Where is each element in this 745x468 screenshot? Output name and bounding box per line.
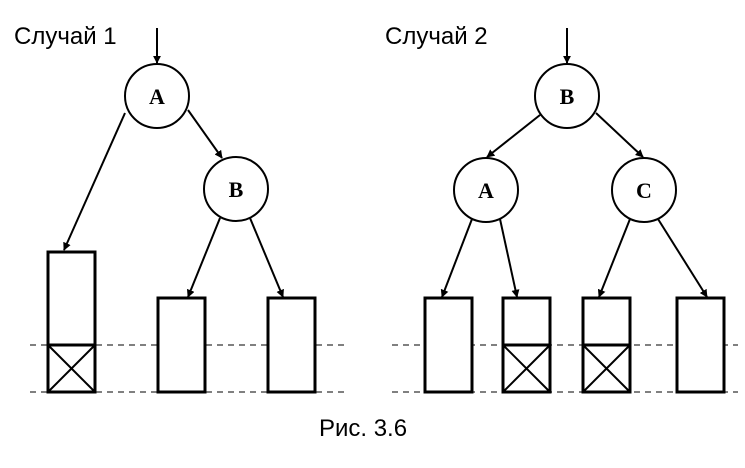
case2-node-c-label: C xyxy=(636,178,652,203)
case2-edge-a-left xyxy=(440,218,473,298)
case2-subtree-3 xyxy=(581,296,632,394)
case1-subtree-right xyxy=(266,296,317,394)
case1-edge-a-left xyxy=(63,112,126,251)
case1-edge-b-left xyxy=(186,217,221,298)
case1-edge-b-right xyxy=(249,217,284,298)
case1-title: Случай 1 xyxy=(14,23,117,50)
case2-edge-c-right xyxy=(657,218,708,298)
case1-node-a-label: A xyxy=(149,84,165,109)
figure-caption: Рис. 3.6 xyxy=(319,415,407,442)
case2-edge-a-right xyxy=(499,218,520,298)
case2-subtree-2 xyxy=(501,296,552,394)
case1-node-a: A xyxy=(124,63,190,129)
case2-edge-b-c xyxy=(595,112,644,158)
case1-edge-a-b xyxy=(187,109,223,159)
case2-title: Случай 2 xyxy=(385,23,488,50)
case2-edges xyxy=(440,28,708,298)
case2-node-c: C xyxy=(611,157,677,223)
case2-node-b: B xyxy=(534,63,600,129)
case2-subtree-4 xyxy=(675,296,726,394)
case1-node-b: B xyxy=(203,156,269,222)
case1-edges xyxy=(63,28,284,298)
case2-node-b-label: B xyxy=(560,84,575,109)
case2-subtree-1 xyxy=(423,296,474,394)
case1-subtree-middle xyxy=(156,296,207,394)
case1-node-b-label: B xyxy=(229,177,244,202)
case2-edge-c-left xyxy=(597,218,631,298)
case2-edge-b-a xyxy=(486,114,541,158)
case2-node-a: A xyxy=(453,157,519,223)
case1-subtree-left xyxy=(46,250,97,394)
case2-node-a-label: A xyxy=(478,178,494,203)
